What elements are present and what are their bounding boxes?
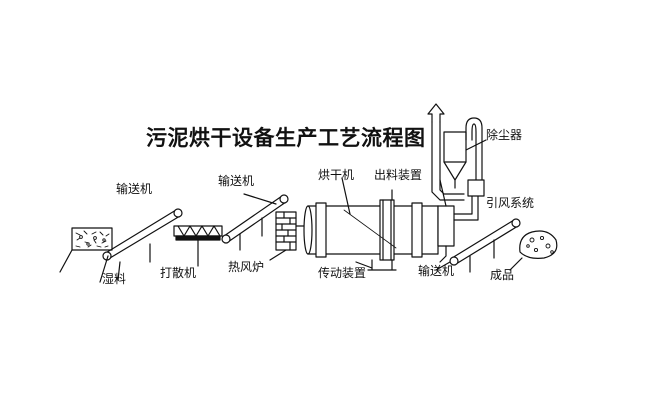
label-discharge-device: 出料装置 (374, 168, 423, 182)
label-conveyor-3: 输送机 (418, 264, 455, 278)
label-dryer: 烘干机 (318, 168, 355, 182)
label-finished-product: 成品 (490, 268, 515, 282)
transmission-drawing (355, 259, 397, 271)
conveyor-2-drawing (221, 193, 289, 251)
dryer-drum-drawing (303, 177, 439, 261)
conveyor-1-drawing (99, 208, 183, 283)
label-conveyor-2: 输送机 (218, 174, 255, 188)
conveyor-3-drawing (435, 218, 521, 273)
discharge-device-drawing (437, 179, 479, 263)
label-transmission: 传动装置 (318, 266, 367, 280)
label-wet-material: 湿料 (102, 272, 127, 286)
label-conveyor-1: 输送机 (116, 182, 153, 196)
disperser-drawing (173, 225, 223, 267)
hot-air-furnace-drawing (269, 211, 307, 261)
diagram-title: 污泥烘干设备生产工艺流程图 (146, 126, 426, 150)
label-hot-air-furnace: 热风炉 (228, 260, 265, 274)
dust-collector-drawing (427, 103, 487, 201)
label-dust-collector: 除尘器 (486, 128, 523, 142)
finished-product-pile (509, 230, 558, 271)
label-induced-draft-system: 引风系统 (486, 196, 535, 210)
label-disperser: 打散机 (160, 266, 197, 280)
wet-material-pile (59, 227, 113, 273)
